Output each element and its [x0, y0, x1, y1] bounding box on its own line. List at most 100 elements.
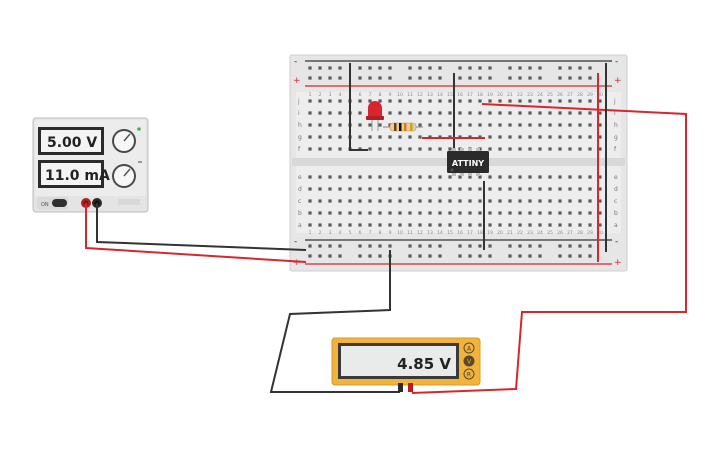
breadboard-hole[interactable]: [378, 135, 382, 139]
rail-hole[interactable]: [328, 66, 332, 70]
breadboard-hole[interactable]: [408, 187, 412, 191]
breadboard-hole[interactable]: [328, 187, 332, 191]
breadboard-hole[interactable]: [528, 135, 532, 139]
breadboard-hole[interactable]: [458, 211, 462, 215]
breadboard-hole[interactable]: [418, 147, 422, 151]
breadboard-hole[interactable]: [338, 123, 342, 127]
rail-hole[interactable]: [378, 76, 382, 80]
breadboard-hole[interactable]: [368, 123, 372, 127]
rail-hole[interactable]: [318, 244, 322, 248]
breadboard-hole[interactable]: [588, 187, 592, 191]
breadboard-hole[interactable]: [428, 223, 432, 227]
power-switch[interactable]: [52, 199, 67, 207]
breadboard-hole[interactable]: [498, 135, 502, 139]
breadboard-hole[interactable]: [598, 99, 602, 103]
breadboard-hole[interactable]: [578, 187, 582, 191]
breadboard-hole[interactable]: [338, 211, 342, 215]
rail-hole[interactable]: [338, 66, 342, 70]
breadboard-hole[interactable]: [448, 111, 452, 115]
breadboard-hole[interactable]: [358, 99, 362, 103]
breadboard-hole[interactable]: [588, 135, 592, 139]
breadboard-hole[interactable]: [508, 99, 512, 103]
rail-hole[interactable]: [428, 244, 432, 248]
breadboard-hole[interactable]: [458, 199, 462, 203]
rail-hole[interactable]: [338, 244, 342, 248]
breadboard-hole[interactable]: [368, 99, 372, 103]
rail-hole[interactable]: [388, 66, 392, 70]
breadboard-hole[interactable]: [588, 199, 592, 203]
breadboard-hole[interactable]: [548, 199, 552, 203]
breadboard-hole[interactable]: [398, 135, 402, 139]
wire-meter-probe[interactable]: [411, 103, 687, 394]
breadboard-hole[interactable]: [468, 99, 472, 103]
breadboard-hole[interactable]: [328, 111, 332, 115]
breadboard-hole[interactable]: [518, 199, 522, 203]
breadboard-hole[interactable]: [468, 199, 472, 203]
rail-hole[interactable]: [528, 254, 532, 258]
breadboard-hole[interactable]: [308, 99, 312, 103]
breadboard-hole[interactable]: [508, 147, 512, 151]
breadboard-hole[interactable]: [448, 187, 452, 191]
breadboard-hole[interactable]: [478, 223, 482, 227]
breadboard-hole[interactable]: [578, 135, 582, 139]
breadboard-hole[interactable]: [378, 199, 382, 203]
breadboard-hole[interactable]: [518, 135, 522, 139]
rail-hole[interactable]: [578, 66, 582, 70]
breadboard-hole[interactable]: [548, 135, 552, 139]
breadboard-hole[interactable]: [548, 111, 552, 115]
rail-hole[interactable]: [338, 76, 342, 80]
rail-hole[interactable]: [358, 76, 362, 80]
breadboard-hole[interactable]: [458, 111, 462, 115]
breadboard-hole[interactable]: [308, 223, 312, 227]
breadboard-hole[interactable]: [498, 223, 502, 227]
rail-hole[interactable]: [478, 244, 482, 248]
rail-hole[interactable]: [578, 76, 582, 80]
breadboard-hole[interactable]: [548, 211, 552, 215]
breadboard-hole[interactable]: [308, 199, 312, 203]
breadboard-hole[interactable]: [328, 199, 332, 203]
rail-hole[interactable]: [408, 66, 412, 70]
breadboard-hole[interactable]: [408, 199, 412, 203]
breadboard-hole[interactable]: [388, 187, 392, 191]
breadboard-hole[interactable]: [328, 211, 332, 215]
breadboard-hole[interactable]: [368, 211, 372, 215]
rail-hole[interactable]: [428, 66, 432, 70]
breadboard-hole[interactable]: [598, 187, 602, 191]
breadboard-hole[interactable]: [548, 187, 552, 191]
breadboard-hole[interactable]: [398, 111, 402, 115]
resistor[interactable]: [383, 122, 423, 132]
breadboard-hole[interactable]: [408, 99, 412, 103]
breadboard-hole[interactable]: [428, 199, 432, 203]
breadboard-hole[interactable]: [308, 147, 312, 151]
breadboard-hole[interactable]: [448, 175, 452, 179]
rail-hole[interactable]: [508, 254, 512, 258]
breadboard-hole[interactable]: [478, 187, 482, 191]
breadboard-hole[interactable]: [478, 111, 482, 115]
mode-button-ohms[interactable]: R: [463, 368, 475, 380]
breadboard-hole[interactable]: [578, 123, 582, 127]
rail-hole[interactable]: [558, 254, 562, 258]
rail-hole[interactable]: [328, 244, 332, 248]
rail-hole[interactable]: [558, 244, 562, 248]
breadboard-hole[interactable]: [338, 99, 342, 103]
breadboard-hole[interactable]: [488, 187, 492, 191]
rail-hole[interactable]: [518, 66, 522, 70]
breadboard-hole[interactable]: [438, 123, 442, 127]
rail-hole[interactable]: [328, 254, 332, 258]
breadboard-hole[interactable]: [318, 175, 322, 179]
rail-hole[interactable]: [558, 66, 562, 70]
breadboard-hole[interactable]: [428, 99, 432, 103]
mode-button-volts[interactable]: V: [463, 355, 475, 367]
rail-hole[interactable]: [588, 254, 592, 258]
breadboard-hole[interactable]: [488, 99, 492, 103]
breadboard-hole[interactable]: [318, 223, 322, 227]
breadboard-hole[interactable]: [538, 223, 542, 227]
rail-hole[interactable]: [418, 76, 422, 80]
rail-hole[interactable]: [458, 76, 462, 80]
breadboard-hole[interactable]: [488, 147, 492, 151]
rail-hole[interactable]: [408, 244, 412, 248]
breadboard-hole[interactable]: [448, 223, 452, 227]
breadboard-hole[interactable]: [438, 199, 442, 203]
wire-supply-negative[interactable]: [96, 203, 307, 251]
breadboard-hole[interactable]: [508, 211, 512, 215]
